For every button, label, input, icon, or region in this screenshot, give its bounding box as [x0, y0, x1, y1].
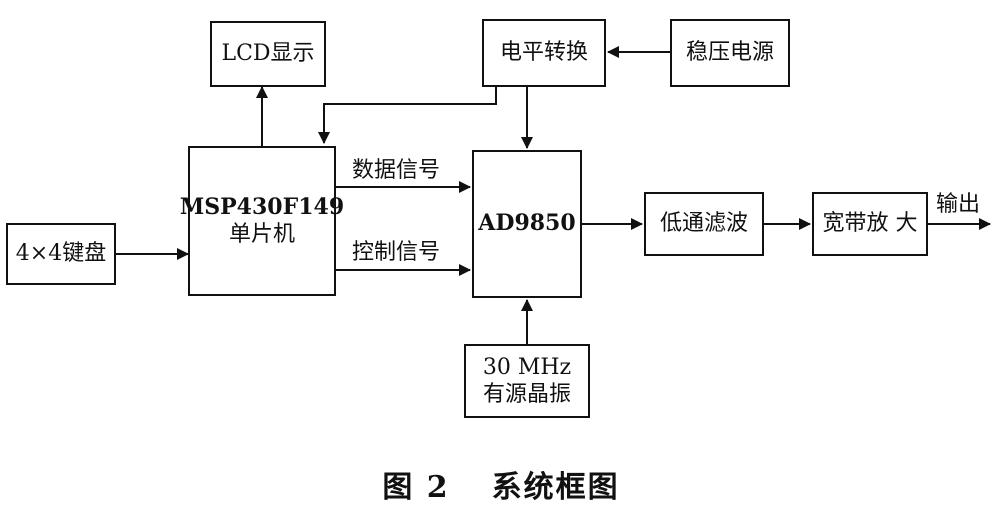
- wideband-amp-label: 宽带放 大: [822, 211, 918, 237]
- wideband-amp-block: 宽带放 大: [812, 192, 928, 256]
- lcd-display-label: LCD显示: [221, 41, 315, 67]
- data-signal-label: 数据信号: [352, 158, 441, 183]
- control-signal-label: 控制信号: [352, 240, 441, 265]
- regulated-power-label: 稳压电源: [685, 40, 774, 66]
- lowpass-filter-label: 低通滤波: [659, 211, 748, 237]
- figure-number: 图 2: [382, 470, 450, 505]
- dds-block: AD9850: [472, 150, 582, 298]
- figure-title: 系统框图: [491, 470, 620, 505]
- level-shift-label: 电平转换: [499, 40, 588, 66]
- mcu-block: MSP430F149 单片机: [180, 146, 344, 296]
- lcd-display-block: LCD显示: [210, 21, 326, 87]
- level-shift-to-mcu-arrow: [318, 86, 497, 144]
- level-shift-block: 电平转换: [482, 19, 606, 87]
- mcu-model-label: MSP430F149: [179, 193, 345, 220]
- mcu-type-label: 单片机: [228, 222, 295, 247]
- keypad-block: 4×4键盘: [6, 223, 116, 285]
- keypad-label: 4×4键盘: [15, 241, 107, 267]
- output-label: 输出: [936, 192, 981, 217]
- figure-caption: 图 2 系统框图: [0, 462, 1002, 506]
- regulated-power-block: 稳压电源: [670, 19, 790, 87]
- oscillator-block: 30 MHz 有源晶振: [464, 344, 590, 418]
- oscillator-type-label: 有源晶振: [482, 382, 571, 407]
- oscillator-freq-label: 30 MHz: [482, 354, 572, 380]
- lowpass-filter-block: 低通滤波: [644, 192, 764, 256]
- dds-label: AD9850: [478, 210, 576, 237]
